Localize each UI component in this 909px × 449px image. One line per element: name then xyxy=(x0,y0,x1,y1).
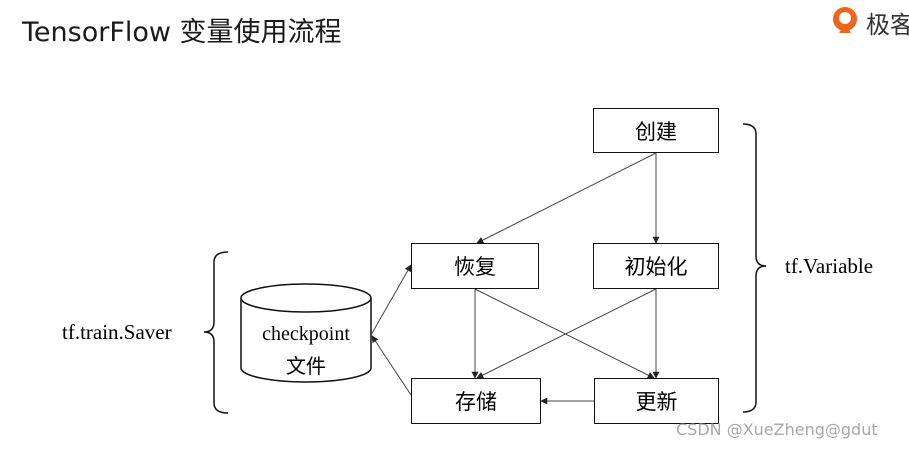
page-title: TensorFlow 变量使用流程 xyxy=(22,17,342,48)
node-initialize: 初始化 xyxy=(593,243,719,289)
variable-label: tf.Variable xyxy=(785,254,874,278)
node-restore: 恢复 xyxy=(411,243,539,289)
watermark: CSDN @XueZheng@gdut xyxy=(676,420,878,439)
right-brace xyxy=(742,123,767,413)
checkpoint-label: checkpoint xyxy=(262,323,350,345)
node-update: 更新 xyxy=(594,378,719,424)
arrow-restore-update xyxy=(474,288,655,379)
arrow-create-restore xyxy=(476,152,657,244)
checkpoint-cylinder xyxy=(240,283,372,383)
node-create: 创建 xyxy=(593,108,719,153)
logo-text: 极客 xyxy=(866,11,909,38)
arrow-save-checkpoint xyxy=(371,335,412,396)
geektime-logo-icon xyxy=(833,7,857,33)
node-save: 存储 xyxy=(411,378,541,424)
saver-label: tf.train.Saver xyxy=(62,320,172,344)
brand-logo: 极客 xyxy=(830,2,909,38)
left-brace xyxy=(203,251,229,414)
checkpoint-file-label: 文件 xyxy=(286,354,326,378)
arrow-init-save xyxy=(476,288,657,379)
arrow-checkpoint-restore xyxy=(370,264,412,336)
